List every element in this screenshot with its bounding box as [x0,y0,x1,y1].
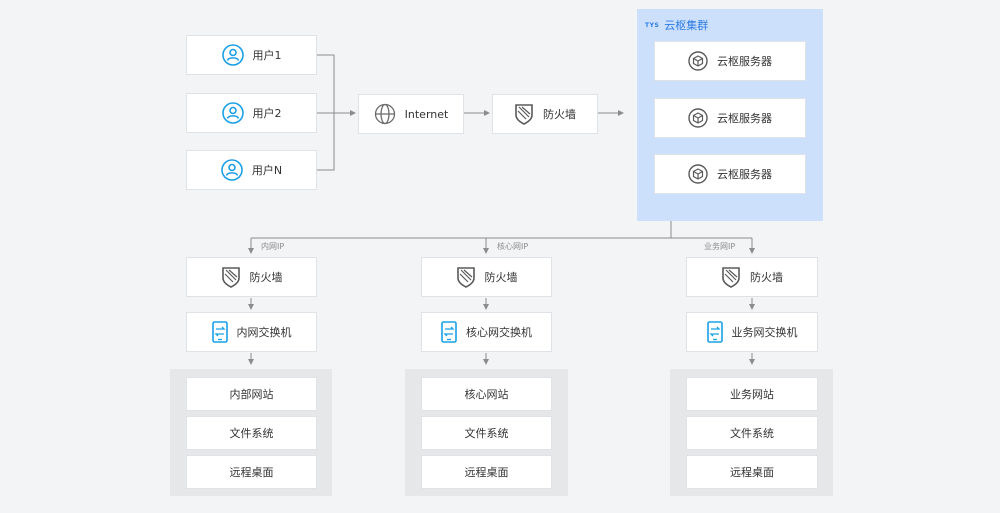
server-cube-icon [688,108,708,128]
edge-label-core-ip: 核心网IP [497,242,529,251]
user-label: 用户2 [252,107,282,120]
switch-label: 内网交换机 [236,326,292,339]
branch1-firewall-node: 防火墙 [186,257,317,297]
edge-label-business-ip: 业务网IP [704,242,736,251]
switch-label: 核心网交换机 [466,326,532,339]
cluster-title: TYS 云枢集群 [645,17,708,33]
server-cube-icon [688,164,708,184]
service-label: 业务网站 [730,388,774,401]
server-cube-icon [688,51,708,71]
branch1-service-filesystem: 文件系统 [186,416,317,450]
server-label: 云枢服务器 [717,112,772,125]
user-label: 用户1 [252,49,282,62]
switch-icon [211,321,228,343]
branch1-service-remote-desktop: 远程桌面 [186,455,317,489]
user-icon [221,102,244,124]
branch1-switch-node: 内网交换机 [186,312,317,352]
user-node-2: 用户2 [186,93,317,133]
user-label: 用户N [251,164,283,177]
user-icon [221,44,244,66]
branch3-firewall-node: 防火墙 [686,257,818,297]
service-label: 远程桌面 [229,466,274,479]
globe-icon [374,103,396,125]
server-label: 云枢服务器 [717,168,772,181]
firewall-label: 防火墙 [750,271,783,284]
service-label: 文件系统 [229,427,274,440]
user-node-n: 用户N [186,150,317,190]
switch-label: 业务网交换机 [731,326,798,339]
branch2-firewall-node: 防火墙 [421,257,552,297]
branch1-service-website: 内部网站 [186,377,317,411]
user-icon [221,159,243,181]
branch2-switch-node: 核心网交换机 [421,312,552,352]
switch-icon [706,321,723,343]
cluster-server-2: 云枢服务器 [654,98,806,138]
cluster-server-3: 云枢服务器 [654,154,806,194]
service-label: 内部网站 [229,388,274,401]
cluster-server-1: 云枢服务器 [654,41,806,81]
user-node-1: 用户1 [186,35,317,75]
shield-icon [221,266,241,288]
server-label: 云枢服务器 [717,55,772,68]
service-label: 文件系统 [464,427,509,440]
service-label: 远程桌面 [730,466,774,479]
branch3-service-remote-desktop: 远程桌面 [686,455,818,489]
service-label: 核心网站 [464,388,509,401]
branch3-service-filesystem: 文件系统 [686,416,818,450]
shield-icon [721,266,741,288]
edge-label-internal-ip: 内网IP [261,242,285,251]
branch2-service-filesystem: 文件系统 [421,416,552,450]
top-firewall-node: 防火墙 [492,94,598,134]
shield-icon [514,103,534,125]
firewall-label: 防火墙 [249,271,283,284]
internet-node: Internet [358,94,464,134]
branch3-switch-node: 业务网交换机 [686,312,818,352]
cluster-title-text: 云枢集群 [664,19,709,32]
firewall-label: 防火墙 [484,271,518,284]
firewall-label: 防火墙 [543,108,576,121]
service-label: 远程桌面 [464,466,509,479]
switch-icon [441,321,457,343]
cluster-mark: TYS [645,21,660,29]
branch2-service-website: 核心网站 [421,377,552,411]
internet-label: Internet [404,107,449,121]
branch2-service-remote-desktop: 远程桌面 [421,455,552,489]
shield-icon [456,266,476,288]
branch3-service-website: 业务网站 [686,377,818,411]
service-label: 文件系统 [730,427,774,440]
